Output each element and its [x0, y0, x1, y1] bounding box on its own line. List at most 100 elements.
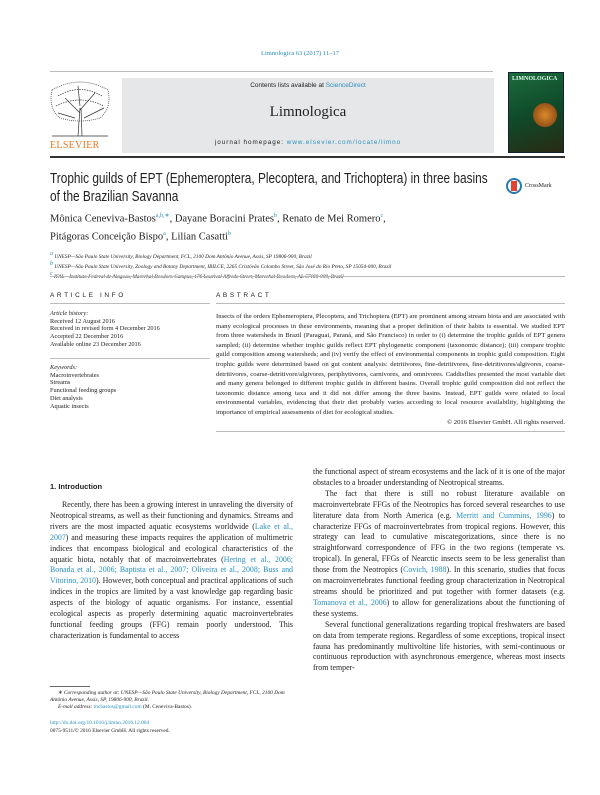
history-received: Received 12 August 2016 — [50, 317, 115, 325]
citation-link[interactable]: Covich, 1988 — [403, 565, 447, 575]
abstract-body: Insects of the orders Ephemeroptera, Ple… — [216, 312, 565, 433]
abstract-heading: ABSTRACT — [216, 292, 272, 299]
journal-reference[interactable]: Limnologica 63 (2017) 11–17 — [261, 50, 339, 57]
citation-link[interactable]: Lake et al., 2007 — [50, 521, 293, 542]
history-label: Article history: — [50, 310, 89, 317]
author-separator: , — [383, 213, 386, 225]
affiliation: c IFAL—Instituto Federal de Alagoas, Mar… — [50, 271, 565, 281]
article-title: Trophic guilds of EPT (Ephemeroptera, Pl… — [50, 171, 488, 205]
homepage-label: journal homepage: — [214, 139, 287, 146]
history-revised: Received in revised form 4 December 2016 — [50, 325, 160, 333]
keywords-label: Keywords: — [50, 364, 78, 371]
elsevier-wordmark: ELSEVIER — [50, 140, 100, 151]
corresponding-author: Corresponding author at: UNESP—São Paulo… — [50, 689, 285, 703]
keyword: Diet analysis — [50, 394, 83, 402]
footnote-marker: ∗ — [58, 689, 63, 696]
keyword: Streams — [50, 379, 71, 387]
divider — [216, 431, 565, 433]
journal-header-box: Contents lists available at ScienceDirec… — [122, 78, 494, 153]
divider — [50, 276, 565, 277]
text-run: Recently, there has been a growing inter… — [50, 500, 293, 531]
doi-link[interactable]: http://dx.doi.org/10.1016/j.limno.2016.1… — [50, 720, 150, 727]
keyword: Aquatic insects — [50, 402, 89, 410]
email-owner: (M. Ceneviva-Bastos). — [141, 704, 192, 711]
author-affiliation-marker[interactable]: b — [227, 230, 231, 237]
text-run: The fact that there is still no robust l… — [313, 488, 565, 520]
article-header: Trophic guilds of EPT (Ephemeroptera, Pl… — [50, 170, 565, 282]
paragraph: the functional aspect of stream ecosyste… — [313, 467, 565, 489]
affiliations: a UNESP—São Paulo State University, Biol… — [50, 251, 565, 282]
journal-homepage: journal homepage: www.elsevier.com/locat… — [122, 139, 494, 146]
contents-prefix: Contents lists available at — [250, 82, 326, 89]
keyword: Macroinvertebrates — [50, 371, 99, 379]
text-run: ) to allow for generalizations about the… — [313, 597, 565, 618]
paragraph: The fact that there is still no robust l… — [313, 489, 565, 620]
footnote: ∗ Corresponding author at: UNESP—São Pau… — [50, 690, 293, 712]
affiliation: a UNESP—São Paulo State University, Biol… — [50, 251, 565, 261]
citation-link[interactable]: Merritt and Cummins, 1996 — [456, 510, 552, 520]
affiliation: b UNESP—São Paulo State University, Zool… — [50, 261, 565, 271]
issn-copyright: 0075-9511/© 2016 Elsevier GmbH. All righ… — [50, 727, 170, 734]
journal-name: Limnologica — [269, 104, 347, 120]
affiliation-marker: c — [50, 271, 53, 278]
paragraph: Recently, there has been a growing inter… — [50, 500, 293, 642]
divider — [50, 303, 210, 304]
right-column-text: the functional aspect of stream ecosyste… — [313, 467, 565, 674]
email-link[interactable]: mcbastos@gmail.com — [93, 704, 142, 711]
author-affiliation-marker[interactable]: b — [273, 213, 277, 219]
text-run: ) and measuring these impacts requires t… — [50, 532, 293, 564]
citation-link[interactable]: Tomanova et al., 2006 — [313, 597, 387, 607]
left-column-text: Recently, there has been a growing inter… — [50, 500, 293, 642]
affiliation-text: UNESP—São Paulo State University, Zoolog… — [53, 263, 392, 270]
footnote-divider — [50, 685, 90, 687]
author-separator: , — [165, 231, 172, 242]
author-separator: , — [276, 213, 283, 225]
citation-link[interactable]: Hering et al., 2006; Bonada et al., 2006… — [50, 554, 293, 586]
author-name: Dayane Boracini Prates — [174, 213, 274, 225]
paragraph: Several functional generalizations regar… — [313, 620, 565, 675]
column-spacer — [50, 642, 293, 686]
divider — [50, 358, 210, 359]
crossmark-icon — [506, 178, 522, 194]
text-run: ) to characterize FFGs of macroinvertebr… — [313, 510, 565, 575]
author-affiliation-marker[interactable]: a — [163, 230, 166, 237]
sciencedirect-link[interactable]: ScienceDirect — [325, 82, 366, 89]
section-heading-introduction: 1. Introduction — [50, 482, 103, 491]
cover-illustration — [533, 103, 557, 127]
author-affiliation-marker[interactable]: a,b,∗ — [155, 213, 170, 219]
cover-title: LIMNOLOGICA — [512, 76, 558, 82]
affiliation-text: IFAL—Instituto Federal de Alagoas, Marec… — [52, 274, 344, 281]
keywords: Keywords: Macroinvertebrates Streams Fun… — [50, 364, 116, 410]
text-run: ). In this scenario, studies that focus … — [313, 565, 565, 596]
divider — [50, 71, 493, 72]
affiliation-marker: b — [50, 261, 53, 268]
header-divider — [50, 156, 565, 158]
doi-block: http://dx.doi.org/10.1016/j.limno.2016.1… — [50, 720, 293, 735]
author-name: Lilian Casatti — [171, 231, 228, 242]
history-online: Available online 23 December 2016 — [50, 340, 141, 348]
abstract-text: Insects of the orders Ephemeroptera, Ple… — [216, 313, 565, 416]
journal-cover-image: LIMNOLOGICA — [508, 72, 564, 153]
homepage-link[interactable]: www.elsevier.com/locate/limno — [286, 139, 402, 146]
text-run: Several functional generalizations regar… — [313, 619, 565, 673]
email-label: E-mail address: — [58, 704, 94, 711]
divider — [216, 303, 565, 304]
left-column: Recently, there has been a growing inter… — [50, 500, 293, 735]
keyword: Functional feeding groups — [50, 387, 117, 395]
text-run: ). However, both conceptual and practica… — [50, 576, 293, 640]
author-affiliation-marker[interactable]: c — [380, 213, 384, 219]
article-history: Article history: Received 12 August 2016… — [50, 310, 160, 349]
contents-available: Contents lists available at ScienceDirec… — [122, 82, 494, 89]
elsevier-tree-logo — [50, 78, 110, 137]
abstract-copyright: © 2016 Elsevier GmbH. All rights reserve… — [446, 418, 565, 426]
author-name: Mônica Ceneviva-Bastos — [50, 213, 156, 225]
author-name: Renato de Mei Romero — [282, 213, 381, 225]
article-info-heading: ARTICLE INFO — [50, 292, 126, 299]
crossmark-button[interactable]: CrossMark — [506, 178, 552, 194]
article-title-wrap: Trophic guilds of EPT (Ephemeroptera, Pl… — [50, 170, 495, 206]
affiliation-text: UNESP—São Paulo State University, Biolog… — [53, 253, 312, 260]
affiliation-marker: a — [50, 251, 53, 257]
crossmark-label: CrossMark — [525, 183, 552, 189]
history-accepted: Accepted 22 December 2016 — [50, 333, 124, 341]
author-separator: , — [169, 213, 175, 225]
